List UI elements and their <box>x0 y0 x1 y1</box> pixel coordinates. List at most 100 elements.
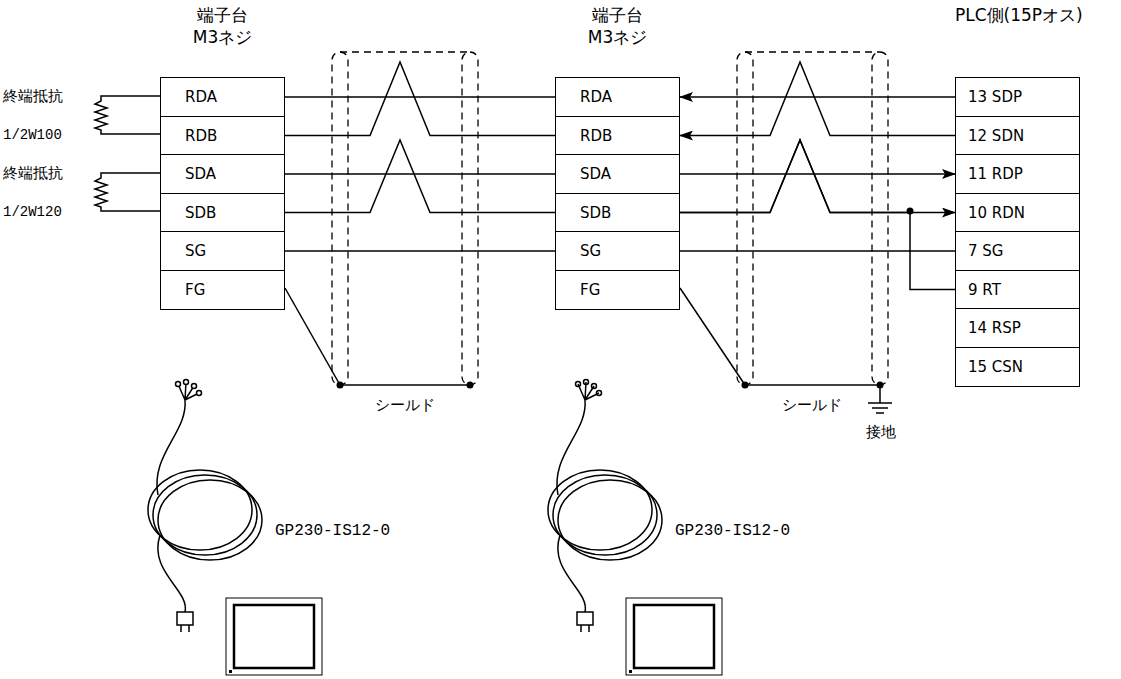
shield-outline <box>462 52 478 385</box>
terminal-cell: RDB <box>160 116 285 156</box>
terminal-cell: 15 CSN <box>955 347 1080 387</box>
signal-wire <box>285 173 555 175</box>
signal-name: SDA <box>580 165 611 183</box>
label-box: 1/2W100 <box>3 124 62 143</box>
signal-wire <box>680 62 955 136</box>
junction-dot <box>467 382 474 389</box>
terminal-cell: SG <box>160 231 285 271</box>
monitor-led <box>229 670 232 673</box>
terminal-block: 端子台 M3ネジ RDA RDB SDA SDB SG FG <box>555 4 680 310</box>
signal-name: 12 SDN <box>968 127 1024 145</box>
signal-name: RDA <box>185 88 217 106</box>
label-box: 終端抵抗 <box>3 86 63 106</box>
cable-label: 接地 <box>866 423 896 441</box>
terminal-cell: FG <box>555 270 680 310</box>
signal-wire <box>680 173 955 175</box>
signal-name: SG <box>580 242 601 260</box>
block-heading: 端子台 M3ネジ <box>187 4 259 48</box>
shield-wire <box>745 384 880 386</box>
monitor-led <box>629 670 632 673</box>
resistor-label: 終端抵抗 <box>3 87 63 105</box>
signal-name: SDA <box>185 165 216 183</box>
terminal-cell: RDA <box>160 77 285 117</box>
signal-wire <box>285 96 555 98</box>
shield-outline <box>872 52 888 385</box>
cable-coil <box>548 382 662 632</box>
signal-wire <box>680 96 955 98</box>
shield-outline <box>745 51 880 52</box>
signal-name: SG <box>185 242 206 260</box>
resistor-label: 終端抵抗 <box>3 164 63 182</box>
signal-name: 9 RT <box>968 281 1001 299</box>
terminal-cell: FG <box>160 270 285 310</box>
signal-wire <box>680 250 955 252</box>
signal-name: 11 RDP <box>968 165 1023 183</box>
signal-name: FG <box>580 281 600 299</box>
cable-label: GP230-IS12-0 <box>675 522 790 540</box>
terminal-cell: RDA <box>555 77 680 117</box>
cable-coil <box>148 382 262 632</box>
signal-name: RDB <box>185 127 217 145</box>
label-box: 1/2W120 <box>3 201 62 220</box>
shield-outline <box>332 52 348 385</box>
ground-symbol <box>868 385 892 413</box>
terminal-cell: 11 RDP <box>955 154 1080 194</box>
monitor-icon <box>626 598 722 675</box>
label-box: 終端抵抗 <box>3 163 63 183</box>
shield-outline <box>737 52 753 385</box>
resistor-symbol <box>95 96 160 134</box>
block-heading: PLC側(15Pオス) <box>955 4 1080 26</box>
terminal-cell: 7 SG <box>955 231 1080 271</box>
signal-name: FG <box>185 281 205 299</box>
label-box: GP230-IS12-0 <box>675 520 790 540</box>
terminal-block: PLC側(15Pオス) 13 SDP 12 SDN 11 RDP 10 RDN 7 SG 9… <box>955 4 1080 387</box>
label-box: 接地 <box>866 422 896 442</box>
terminal-cell: 13 SDP <box>955 77 1080 117</box>
signal-name: 10 RDN <box>968 204 1025 222</box>
signal-wire <box>285 140 555 213</box>
label-box: GP230-IS12-0 <box>275 520 390 540</box>
signal-name: 13 SDP <box>968 88 1022 106</box>
signal-wire <box>285 250 555 252</box>
fg-wire <box>680 288 745 385</box>
signal-wire <box>680 140 955 290</box>
junction-dot <box>337 382 344 389</box>
cable-label: シールド <box>782 396 842 414</box>
cable-label: シールド <box>375 396 435 414</box>
terminal-cell: SDB <box>160 193 285 233</box>
terminal-block: 端子台 M3ネジ RDA RDB SDA SDB SG FG <box>160 4 285 310</box>
signal-name: SDB <box>580 204 611 222</box>
fg-wire <box>285 288 340 385</box>
signal-name: RDB <box>580 127 612 145</box>
resistor-symbol <box>95 173 160 211</box>
terminal-cell: SDA <box>160 154 285 194</box>
block-heading: 端子台 M3ネジ <box>582 4 654 48</box>
cable-label: GP230-IS12-0 <box>275 522 390 540</box>
signal-wire <box>680 140 955 213</box>
signal-name: SDB <box>185 204 216 222</box>
signal-name: RDA <box>580 88 612 106</box>
terminal-cell: 10 RDN <box>955 193 1080 233</box>
terminal-cell: 9 RT <box>955 270 1080 310</box>
junction-dot <box>877 382 884 389</box>
monitor-icon <box>226 598 322 675</box>
terminal-cell: 12 SDN <box>955 116 1080 156</box>
junction-dot <box>742 382 749 389</box>
resistor-label: 1/2W100 <box>3 127 62 143</box>
signal-wire <box>285 62 555 136</box>
label-box: シールド <box>782 395 842 415</box>
shield-wire <box>340 384 470 386</box>
signal-name: 15 CSN <box>968 358 1023 376</box>
shield-outline <box>340 51 470 52</box>
signal-name: 14 RSP <box>968 319 1021 337</box>
terminal-cell: SG <box>555 231 680 271</box>
signal-name: 7 SG <box>968 242 1003 260</box>
terminal-cell: RDB <box>555 116 680 156</box>
terminal-cell: SDA <box>555 154 680 194</box>
resistor-label: 1/2W120 <box>3 204 62 220</box>
terminal-cell: 14 RSP <box>955 308 1080 348</box>
label-box: シールド <box>375 395 435 415</box>
wire-end <box>176 380 602 396</box>
